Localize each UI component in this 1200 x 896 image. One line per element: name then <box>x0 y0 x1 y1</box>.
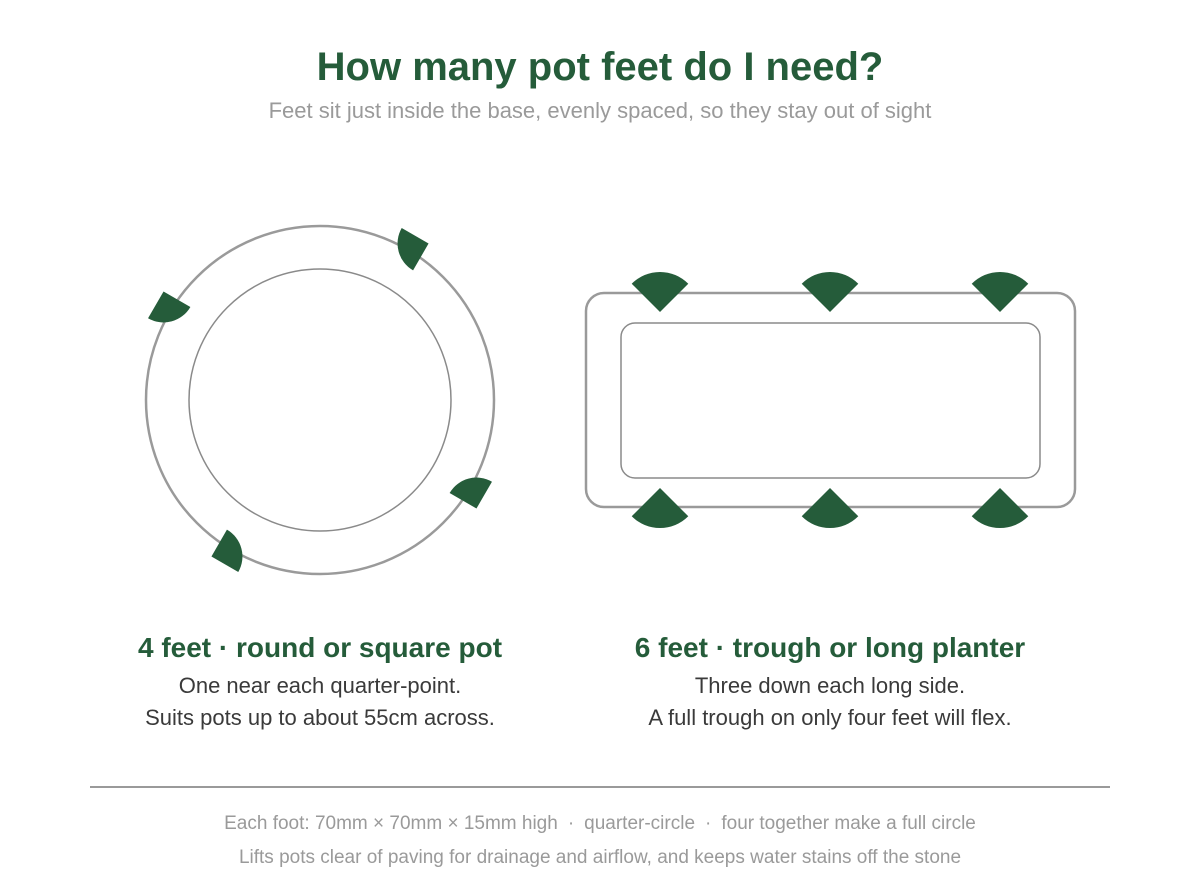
round-pot-foot <box>211 529 243 572</box>
trough-foot-bottom <box>971 488 1029 528</box>
round-pot-feet <box>148 228 492 572</box>
trough-figure <box>584 271 1077 528</box>
trough-caption-line-1: Three down each long side. <box>694 673 966 698</box>
trough-outer-rim <box>584 291 1077 509</box>
round-pot-caption-title: 4 feet · round or square pot <box>137 632 503 663</box>
trough-foot-top <box>801 271 859 312</box>
trough-foot-top <box>971 271 1029 312</box>
trough-foot-top <box>631 271 689 312</box>
round-pot-figure <box>144 224 496 576</box>
trough-inner-base <box>620 322 1041 479</box>
trough-caption-line-2: A full trough on only four feet will fle… <box>648 705 1012 730</box>
round-pot-foot <box>449 477 492 509</box>
foot-spec-separator: · <box>567 813 575 834</box>
trough-caption-title: 6 feet · trough or long planter <box>634 632 1026 663</box>
page-title: How many pot feet do I need? <box>316 45 884 89</box>
round-pot-caption-line-2: Suits pots up to about 55cm across. <box>145 705 495 730</box>
page-subtitle: Feet sit just inside the base, evenly sp… <box>268 98 932 123</box>
foot-spec-separator: · <box>705 813 712 834</box>
round-pot-foot <box>397 228 429 271</box>
round-pot-caption: 4 feet · round or square pot One near ea… <box>60 632 580 734</box>
round-pot-outer-rim <box>144 224 496 576</box>
footer-divider <box>90 786 1110 788</box>
trough-foot-bottom <box>801 488 859 528</box>
foot-spec-shape: quarter-circle <box>584 813 696 834</box>
foot-spec-size: Each foot: 70mm × 70mm × 15mm high <box>224 813 558 834</box>
round-pot-inner-base <box>188 268 452 532</box>
trough-caption: 6 feet · trough or long planter Three do… <box>570 632 1090 734</box>
trough-foot-bottom <box>631 488 689 528</box>
foot-benefit-note: Lifts pots clear of paving for drainage … <box>238 847 962 868</box>
round-pot-foot <box>148 291 191 323</box>
round-pot-caption-line-1: One near each quarter-point. <box>178 673 462 698</box>
foot-spec-set: four together make a full circle <box>721 813 976 834</box>
foot-spec-line: Each foot: 70mm × 70mm × 15mm high · quart… <box>0 812 1200 836</box>
trough-feet <box>631 271 1029 528</box>
pot-feet-diagram <box>144 224 1077 576</box>
